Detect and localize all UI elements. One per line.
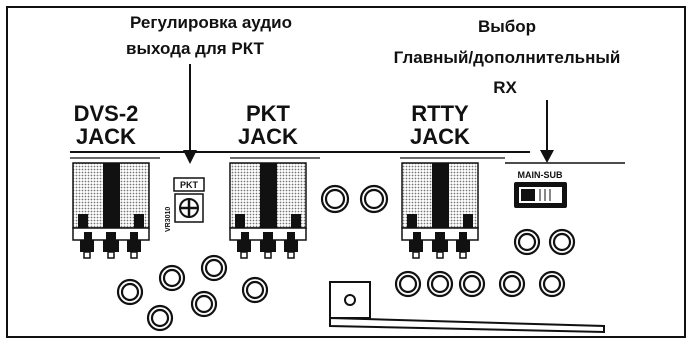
dvs2-jack [72,162,150,259]
main-sub-annotation-line3: RX [493,78,517,97]
audio-adjust-annotation-line2: выхода для РКТ [126,39,265,58]
pkt-trimmer-label: PKT [180,180,199,190]
audio-adjust-arrow [183,64,197,164]
main-sub-switch-label: MAIN-SUB [518,170,563,180]
pkt-trimmer: PKT VR3010 [165,177,205,232]
panel-edge-lines [70,151,625,164]
pkt-trimmer-part-id: VR3010 [165,207,172,232]
dvs2-jack-title-line2: JACK [76,124,136,149]
main-sub-annotation-line1: Выбор [478,17,536,36]
rtty-jack [401,162,479,259]
pkt-jack [229,162,307,259]
rtty-jack-title-line1: RTTY [411,101,469,126]
pkt-jack-title-line2: JACK [238,124,298,149]
main-sub-arrow [540,100,554,163]
rtty-jack-title-line2: JACK [410,124,470,149]
main-sub-annotation-line2: Главный/дополнительный [394,48,621,67]
audio-adjust-annotation-line1: Регулировка аудио [130,13,292,32]
dvs2-jack-title-line1: DVS-2 [74,101,139,126]
pkt-jack-title-line1: PKT [246,101,291,126]
mounting-bracket [329,281,605,334]
connector-rings [116,184,576,332]
main-sub-switch: MAIN-SUB [514,170,567,208]
